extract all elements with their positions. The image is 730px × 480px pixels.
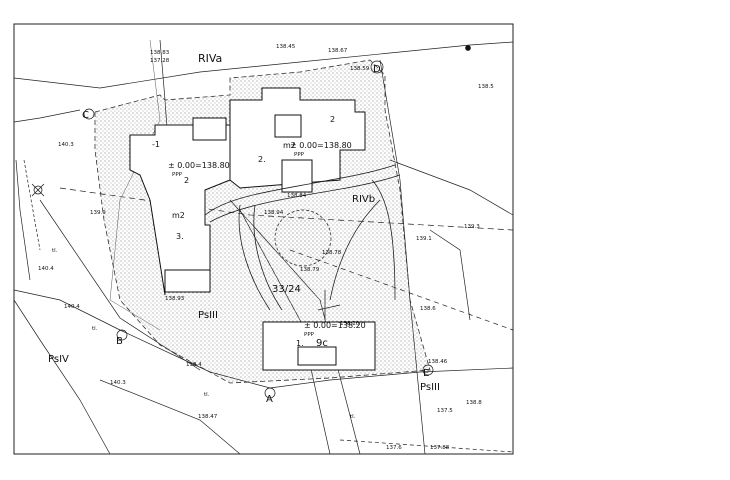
building-2-label: m2 (283, 141, 296, 150)
corner-label-d: D (373, 64, 381, 75)
building-1-label: 9c (316, 338, 328, 349)
spot-height: 137.6 (386, 445, 402, 451)
zone-label-psiii-mid: PsIII (198, 310, 218, 321)
tree-label: tl. (204, 392, 210, 398)
spot-height: 138.79 (300, 267, 320, 273)
site-features (204, 164, 401, 320)
spot-height: 138.8 (466, 400, 482, 406)
building-3-label: m2 (172, 211, 185, 220)
building-3-ref: PPP (172, 172, 183, 178)
building-2-ref: PPP (294, 152, 305, 158)
spot-height: 138.59 (350, 66, 370, 72)
corner-label-b: B (116, 336, 123, 347)
spot-height: 138.5 (478, 84, 494, 90)
spot-height: 138.47 (198, 414, 218, 420)
spot-height: 140.3 (110, 380, 126, 386)
spot-height: 138.20 (340, 321, 360, 327)
spot-height: 139.3 (464, 224, 480, 230)
spot-height: 138.67 (328, 48, 348, 54)
building-1-level: ± 0.00=138.20 (304, 321, 366, 330)
spot-height: 139.1 (416, 236, 432, 242)
spot-height: 138.46 (428, 359, 448, 365)
tree-label: tl. (92, 326, 98, 332)
round-garden (274, 209, 332, 267)
zone-label-riva: RIVa (198, 52, 222, 65)
corner-label-e: E (423, 368, 429, 379)
spot-height: 137.28 (150, 58, 170, 64)
spot-height: 138.83 (150, 50, 170, 56)
building-2-storey-right: 2 (330, 115, 335, 124)
tree-icon (31, 183, 45, 197)
spot-height: 140.4 (38, 266, 54, 272)
tree-label: tl. (350, 414, 356, 420)
building-3-outline (129, 124, 231, 296)
spot-height: 140.3 (58, 142, 74, 148)
building-1-ref: PPP (304, 332, 315, 338)
spot-height: 137.88 (430, 445, 450, 451)
corner-label-a: A (266, 394, 273, 405)
zone-label-psiv: PsIV (48, 354, 69, 365)
corner-markers (83, 60, 434, 399)
building-2-storey-left: -1 (152, 140, 160, 149)
buildings (129, 87, 376, 371)
spot-height: 138.93 (165, 296, 185, 302)
building-2-level: ± 0.00=138.80 (290, 141, 352, 150)
spot-height: 138.6 (420, 306, 436, 312)
spot-height: 138.45 (276, 44, 296, 50)
spot-heights: 138.83 137.28 138.45 138.67 138.59 138.5… (38, 44, 494, 451)
building-3-number: 3. (176, 232, 184, 241)
tree-labels: tl. tl. tl. tl. (52, 248, 356, 420)
tree-label: tl. (52, 248, 58, 254)
building-2-number: 2. (258, 155, 266, 164)
building-1-number: 1. (296, 339, 304, 348)
spot-height: 137.5 (437, 408, 453, 414)
annex-box (164, 269, 211, 293)
spot-height: 140.4 (64, 304, 80, 310)
zone-label-rivb: RIVb (352, 194, 375, 205)
annex-box (192, 117, 227, 141)
building-3-storey: 2 (184, 176, 189, 185)
building-3-level: ± 0.00=138.80 (168, 161, 230, 170)
annex-box (281, 159, 313, 193)
spot-height: 138.94 (264, 210, 284, 216)
spot-height: 139.9 (90, 210, 106, 216)
spot-height: 138.84 (287, 193, 307, 199)
annex-box (297, 346, 337, 366)
spot-height: 138.78 (322, 250, 342, 256)
building-2-outline (229, 87, 366, 189)
annex-box (274, 114, 302, 138)
zone-label-psiii-right: PsIII (420, 382, 440, 393)
spot-height: 138.4 (186, 362, 202, 368)
parcel-number: 33/24 (272, 284, 301, 295)
corner-label-c: C (82, 110, 89, 121)
